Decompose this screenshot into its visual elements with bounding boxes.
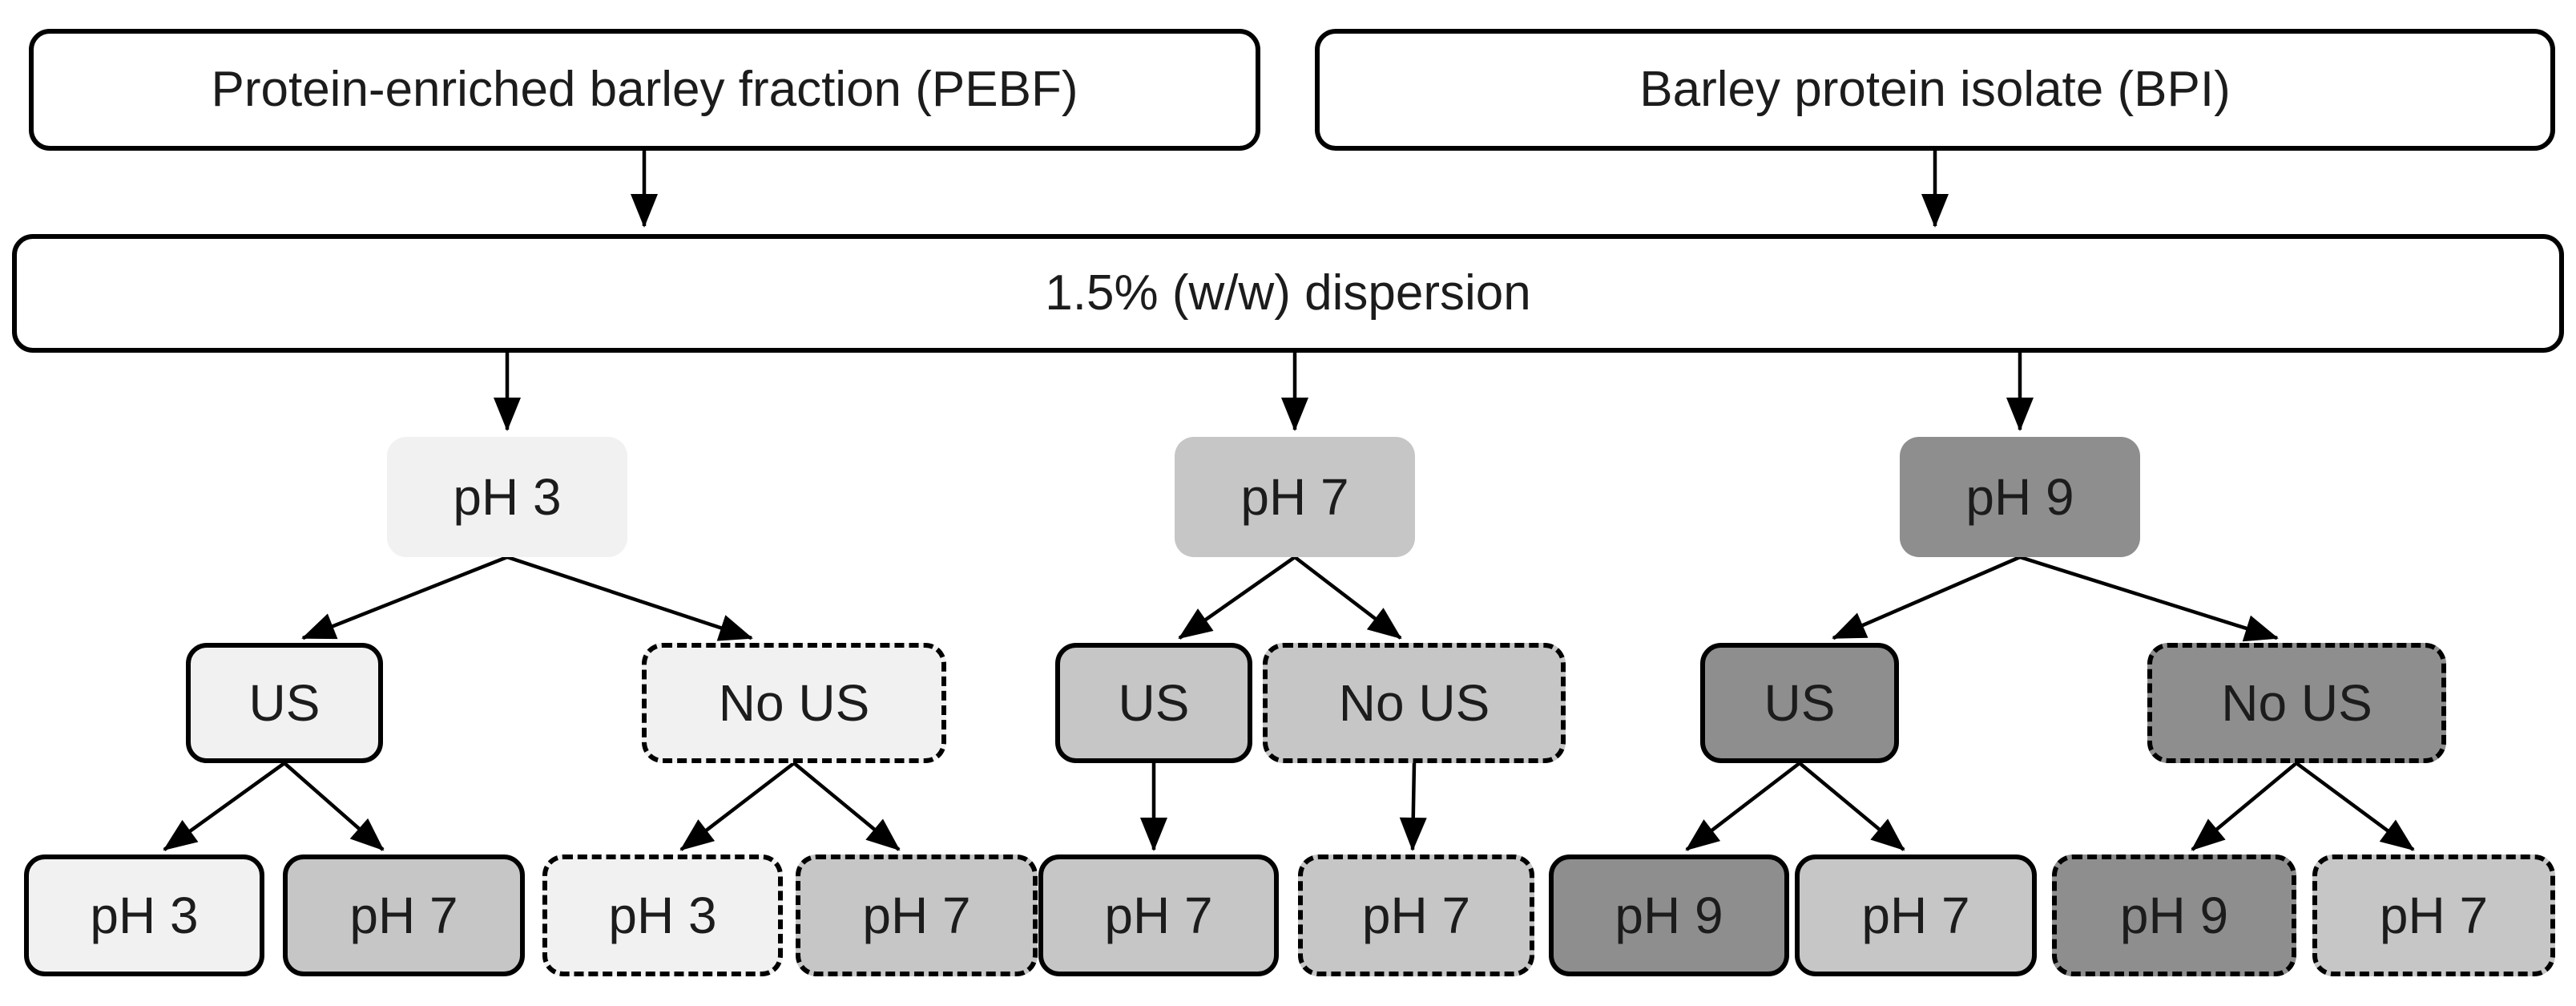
arrow-us1-leaf2 [283, 762, 385, 851]
us-box-ph3: US [186, 643, 383, 763]
ph7-box: pH 7 [1175, 437, 1415, 557]
arrow-us3-leaf8 [1798, 762, 1905, 851]
leaf-ph7-us: pH 7 [283, 854, 525, 976]
arrow-us3-leaf7 [1685, 762, 1801, 851]
leaf-ph7-nous-right: pH 7 [2312, 854, 2555, 976]
source-box-pebf: Protein-enriched barley fraction (PEBF) [29, 29, 1260, 151]
leaf-ph7-us-mid: pH 7 [1038, 854, 1279, 976]
arrow-ph9-nous [2019, 555, 2279, 642]
arrow-nous3-leaf10 [2295, 762, 2415, 851]
us-box-ph7: US [1055, 643, 1252, 763]
ph3-box: pH 3 [387, 437, 627, 557]
nous-box-ph3: No US [642, 643, 946, 763]
arrow-ph3-nous [506, 555, 753, 641]
arrow-ph9-us [1832, 555, 2021, 640]
leaf-ph7-nous-mid: pH 7 [1298, 854, 1534, 976]
arrow-us1-leaf1 [163, 762, 286, 851]
leaf-ph3-us: pH 3 [24, 854, 264, 976]
leaf-ph7-us-right: pH 7 [1795, 854, 2037, 976]
nous-box-ph7: No US [1263, 643, 1566, 763]
arrow-nous3-leaf9 [2191, 762, 2298, 851]
us-box-ph9: US [1700, 643, 1899, 763]
ph9-box: pH 9 [1900, 437, 2140, 557]
leaf-ph9-nous: pH 9 [2052, 854, 2296, 976]
arrow-nous1-leaf4 [792, 762, 901, 851]
dispersion-box: 1.5% (w/w) dispersion [12, 234, 2564, 353]
arrow-ph3-us [301, 555, 508, 640]
arrow-nous1-leaf3 [679, 762, 796, 851]
leaf-ph7-nous: pH 7 [796, 854, 1038, 976]
arrow-ph7-us [1178, 556, 1296, 640]
nous-box-ph9: No US [2147, 643, 2446, 763]
source-box-bpi: Barley protein isolate (BPI) [1315, 29, 2555, 151]
arrow-ph7-nous [1293, 556, 1402, 640]
arrow-nous2-leaf6 [1399, 762, 1427, 851]
leaf-ph9-us: pH 9 [1549, 854, 1789, 976]
leaf-ph3-nous: pH 3 [542, 854, 783, 976]
